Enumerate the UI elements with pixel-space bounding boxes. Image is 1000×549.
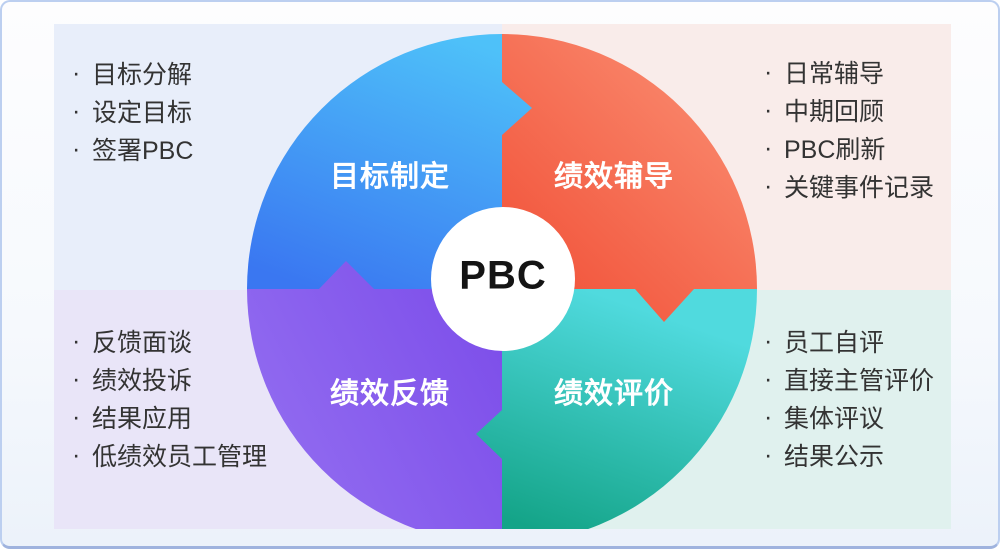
list-item: · 集体评议 — [764, 398, 934, 436]
list-item: · 低绩效员工管理 — [72, 436, 267, 474]
list-item: · 签署PBC — [72, 130, 193, 168]
bullet-dot: · — [764, 364, 773, 393]
bullet-dot: · — [72, 440, 81, 469]
bullet-dot: · — [764, 133, 773, 162]
quadrant-label-evaluation: 绩效评价 — [553, 378, 675, 410]
arrow-left-icon — [476, 410, 502, 459]
list-item: · 目标分解 — [72, 54, 193, 92]
quadrant-label-coaching: 绩效辅导 — [553, 161, 675, 193]
goal-setting-list: · 目标分解 · 设定目标 · 签署PBC — [72, 54, 193, 168]
evaluation-list: · 员工自评 · 直接主管评价 · 集体评议 · 结果公示 — [764, 322, 934, 474]
list-item-text: 结果应用 — [92, 405, 193, 433]
bullet-dot: · — [764, 402, 773, 431]
list-item-text: 集体评议 — [784, 405, 885, 433]
list-item: · 员工自评 — [764, 322, 934, 360]
list-item-text: 员工自评 — [784, 329, 885, 357]
list-item: · 中期回顾 — [764, 91, 934, 129]
arrow-up-icon — [319, 261, 374, 289]
center-title: PBC — [459, 253, 547, 298]
bullet-dot: · — [764, 440, 773, 469]
list-item-text: 反馈面谈 — [92, 329, 193, 357]
list-item-text: 关键事件记录 — [784, 174, 935, 202]
bullet-dot: · — [72, 58, 81, 87]
bullet-dot: · — [72, 326, 81, 355]
list-item-text: 中期回顾 — [784, 98, 885, 126]
list-item-text: 低绩效员工管理 — [92, 443, 268, 471]
list-item: · 关键事件记录 — [764, 167, 934, 205]
list-item-text: 结果公示 — [784, 443, 885, 471]
arrow-down-icon — [635, 289, 694, 322]
list-item: · 结果应用 — [72, 398, 267, 436]
list-item-text: 绩效投诉 — [92, 367, 193, 395]
bullet-dot: · — [764, 171, 773, 200]
list-item-text: 签署PBC — [92, 137, 194, 165]
quadrant-label-feedback: 绩效反馈 — [329, 378, 451, 410]
list-item-text: 日常辅导 — [784, 60, 885, 88]
list-item: · 绩效投诉 — [72, 360, 267, 398]
bullet-dot: · — [72, 364, 81, 393]
bullet-dot: · — [72, 402, 81, 431]
cycle-wheel-svg — [247, 34, 757, 529]
cycle-wheel — [54, 24, 951, 529]
quadrant-label-goal-setting: 目标制定 — [329, 161, 451, 193]
arrow-right-icon — [502, 82, 532, 135]
feedback-list: · 反馈面谈 · 绩效投诉 · 结果应用 · 低绩效员工管理 — [72, 322, 267, 474]
list-item-text: 设定目标 — [92, 99, 193, 127]
bullet-dot: · — [764, 95, 773, 124]
bullet-dot: · — [72, 96, 81, 125]
bullet-dot: · — [764, 57, 773, 86]
list-item: · 直接主管评价 — [764, 360, 934, 398]
list-item-text: 直接主管评价 — [784, 367, 935, 395]
list-item: · 设定目标 — [72, 92, 193, 130]
list-item: · 反馈面谈 — [72, 322, 267, 360]
center-circle — [431, 207, 575, 351]
list-item: · 结果公示 — [764, 436, 934, 474]
list-item-text: PBC刷新 — [784, 136, 886, 164]
coaching-list: · 日常辅导 · 中期回顾 · PBC刷新 · 关键事件记录 — [764, 53, 934, 205]
list-item-text: 目标分解 — [92, 61, 193, 89]
list-item: · PBC刷新 — [764, 129, 934, 167]
bullet-dot: · — [764, 326, 773, 355]
list-item: · 日常辅导 — [764, 53, 934, 91]
bullet-dot: · — [72, 134, 81, 163]
